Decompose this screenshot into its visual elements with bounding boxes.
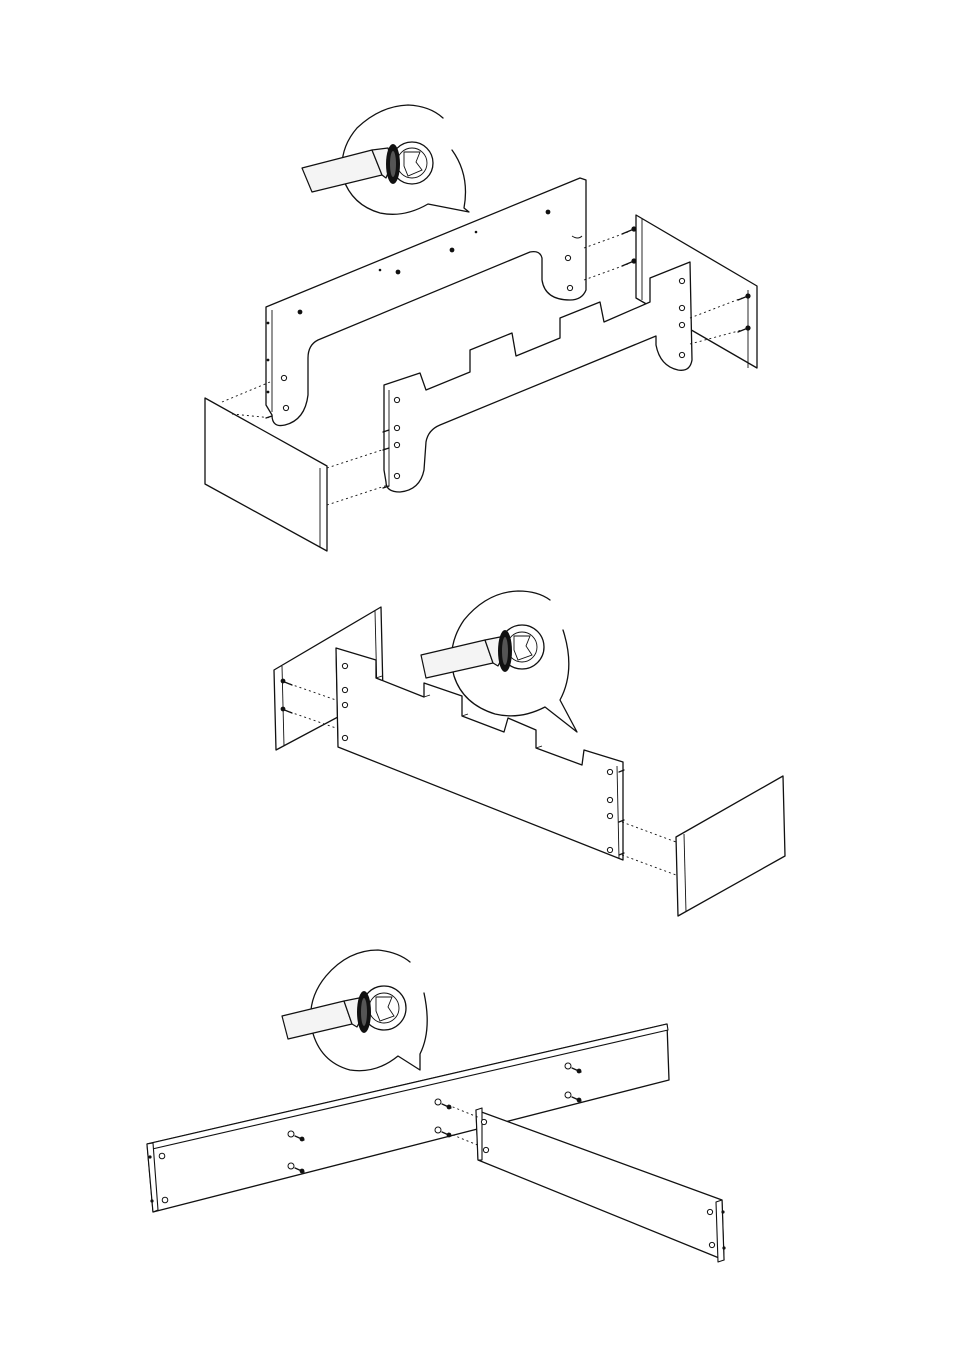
magnifier-callout-icon — [302, 105, 469, 214]
step-2 — [274, 591, 785, 916]
step-1 — [205, 105, 757, 551]
divider-panel — [336, 648, 623, 860]
magnifier-callout-icon — [282, 950, 427, 1071]
screwdriver-icon — [282, 991, 371, 1039]
screwdriver-icon — [302, 144, 400, 192]
cross-rail — [476, 1108, 725, 1262]
step-3 — [147, 950, 725, 1262]
right-end-panel — [676, 776, 785, 916]
left-side-panel — [205, 398, 327, 551]
screwdriver-icon — [421, 630, 512, 678]
